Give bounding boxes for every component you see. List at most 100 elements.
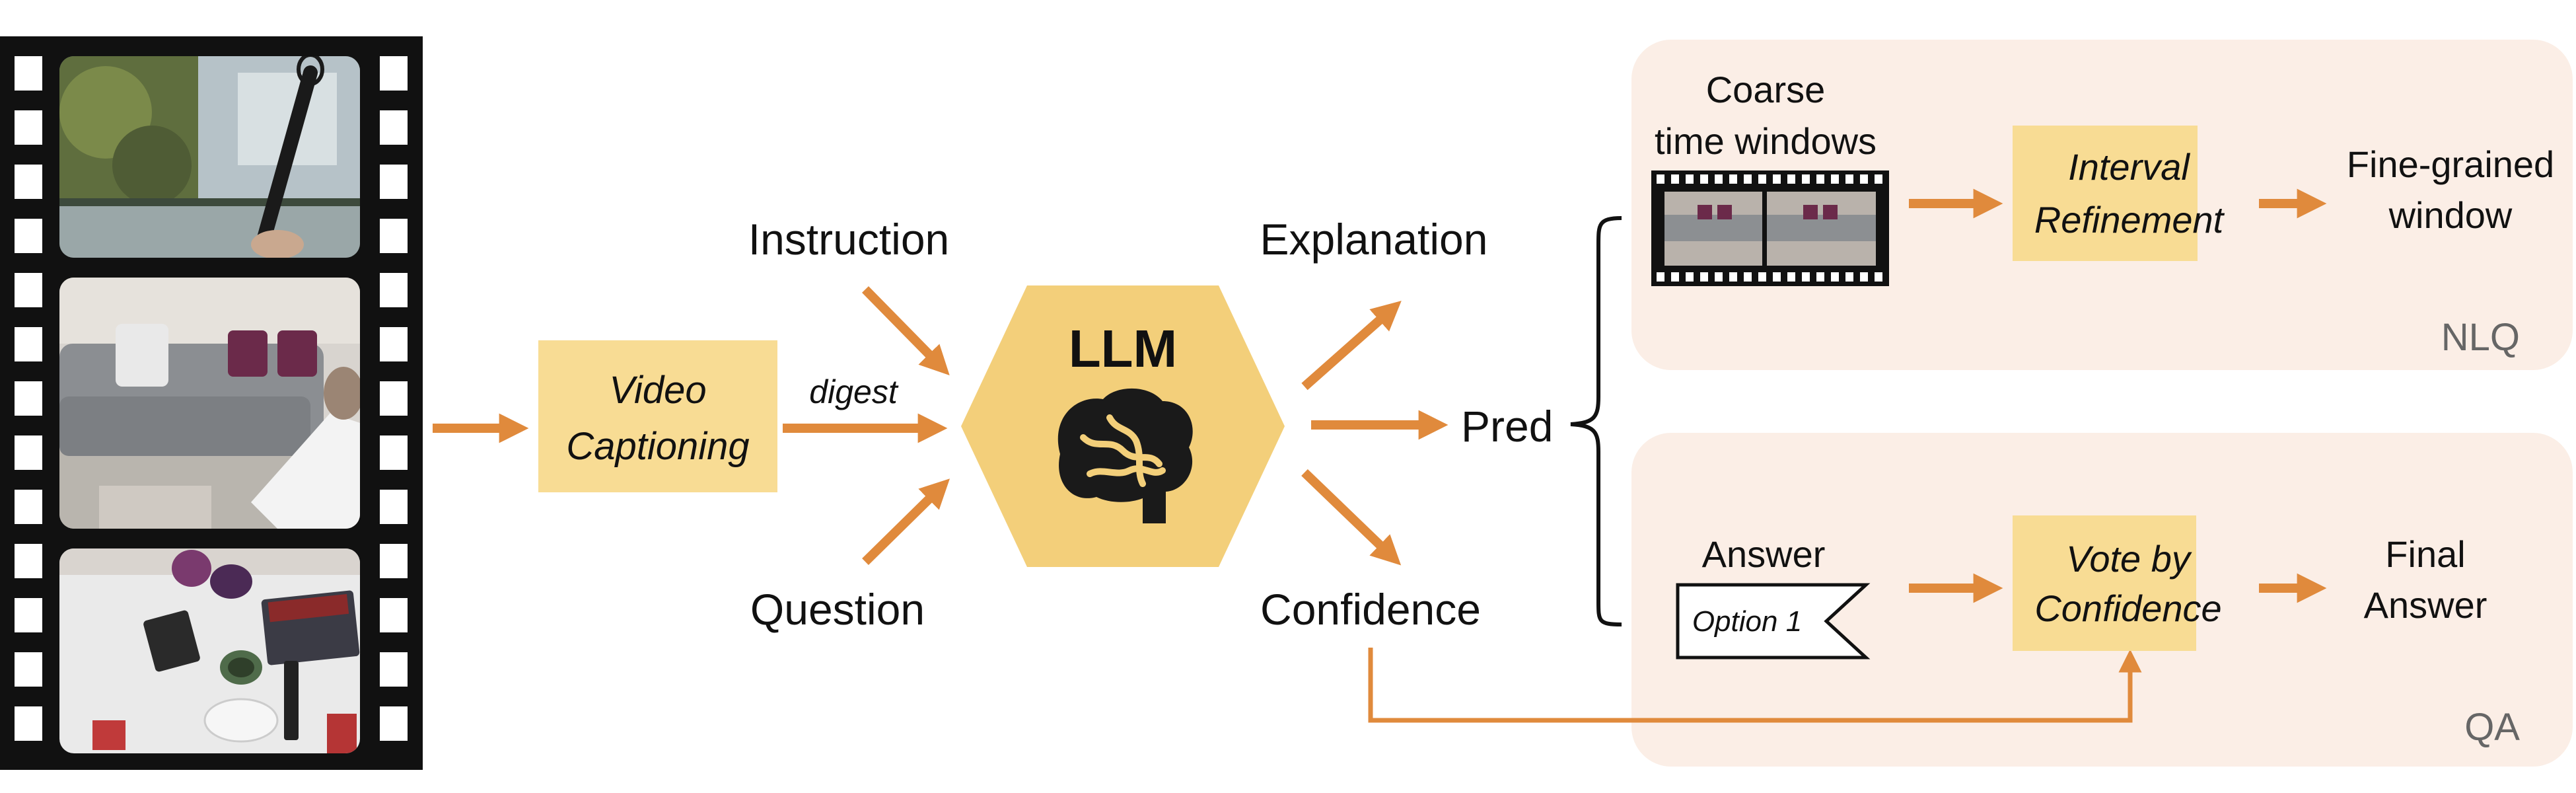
mini-sprocket-hole [1744,272,1752,282]
flow-arrows [433,188,2327,723]
sprocket-hole [380,273,408,307]
mini-sprocket-hole [1700,174,1708,184]
mini-sprocket-hole [1758,174,1766,184]
video-frame-living-room-sofa [59,278,360,529]
sprocket-hole [380,219,408,253]
sprocket-hole [380,706,408,741]
sprocket-hole [15,652,42,687]
sprocket-hole [15,219,42,253]
mini-sprocket-hole [1671,272,1679,282]
option-tag: Option 1 [1676,583,1871,660]
sprocket-hole [380,327,408,361]
sprocket-hole [15,381,42,416]
digest-label: digest [809,373,899,410]
final-answer-line2: Answer [2364,584,2487,626]
mini-sprocket-hole [1816,272,1824,282]
answer-label: Answer [1702,533,1826,575]
video-captioning-line1: Video [609,369,706,412]
mini-sprocket-hole [1860,174,1868,184]
vote-by-confidence-box: Vote by Confidence [2013,515,2222,651]
coarse-time-windows-filmstrip [1651,170,1889,286]
mini-sprocket-hole [1657,174,1664,184]
pred-label: Pred [1461,402,1553,451]
sprocket-hole [15,544,42,578]
mini-sprocket-hole [1802,272,1810,282]
arrow-llm-to-confidence [1301,469,1402,566]
vote-by-confidence-background [2013,515,2196,651]
mini-sprocket-hole [1845,174,1853,184]
instruction-label: Instruction [748,215,949,264]
mini-sprocket-hole [1831,174,1839,184]
video-captioning-line2: Captioning [566,425,749,468]
sprocket-hole [380,110,408,145]
mini-sprocket-hole [1729,174,1737,184]
sprocket-hole [15,435,42,470]
sprocket-hole [380,544,408,578]
mini-sprocket-hole [1715,272,1723,282]
sprocket-hole [380,381,408,416]
sprocket-hole [380,165,408,199]
interval-refinement-box: Interval Refinement [2013,126,2225,261]
mini-sprocket-hole [1816,174,1824,184]
video-captioning-box: Video Captioning [538,340,777,492]
mini-sprocket-hole [1729,272,1737,282]
mini-sprocket-hole [1758,272,1766,282]
mini-sprocket-hole [1787,272,1795,282]
mini-sprocket-hole [1875,272,1882,282]
mini-sprocket-hole [1700,272,1708,282]
sprocket-hole [380,56,408,91]
explanation-label: Explanation [1260,215,1488,264]
coarse-label-line2: time windows [1655,120,1877,162]
confidence-label: Confidence [1260,585,1481,634]
sprocket-hole [15,327,42,361]
arrow-question-to-llm [862,478,950,565]
mini-sprocket-hole [1657,272,1664,282]
question-label: Question [750,585,925,634]
mini-sprocket-hole [1744,174,1752,184]
final-answer-line1: Final [2385,533,2465,575]
video-filmstrip [0,36,423,770]
sprocket-hole [15,490,42,524]
vote-by-line1: Vote by [2066,538,2192,580]
mini-sprocket-hole [1715,174,1723,184]
arrow-llm-to-explanation [1301,301,1402,391]
interval-refinement-background [2013,126,2198,261]
mini-sprocket-hole [1671,174,1679,184]
nlq-panel-tag: NLQ [2441,316,2520,359]
fine-grained-line1: Fine-grained [2347,143,2554,185]
video-frame-window-umbrella [59,56,360,258]
fine-grained-line2: window [2388,194,2513,236]
sprocket-hole [15,165,42,199]
sprocket-hole [15,598,42,632]
brain-icon [1057,388,1193,523]
mini-sprocket-hole [1686,174,1694,184]
sprocket-hole [15,706,42,741]
interval-refinement-line2: Refinement [2034,199,2225,241]
sprocket-hole [380,490,408,524]
mini-sprocket-hole [1860,272,1868,282]
llm-label: LLM [1069,319,1177,378]
sprocket-hole [15,110,42,145]
sprocket-hole [15,56,42,91]
llm-node: LLM [961,285,1285,567]
interval-refinement-line1: Interval [2068,146,2190,188]
vote-by-line2: Confidence [2034,587,2221,629]
arrow-instruction-to-llm [862,286,950,375]
mini-sprocket-hole [1686,272,1694,282]
pred-brace [1570,216,1622,626]
sprocket-hole [380,435,408,470]
option-label: Option 1 [1692,605,1802,638]
filmstrip-sprockets [15,56,408,741]
sprocket-hole [380,598,408,632]
mini-sprocket-hole [1787,174,1795,184]
mini-sprocket-hole [1773,174,1781,184]
sprocket-hole [15,273,42,307]
qa-panel-tag: QA [2464,706,2520,749]
sprocket-hole [380,652,408,687]
arrow-confidence-to-vote [1368,648,2142,723]
mini-sprocket-hole [1831,272,1839,282]
mini-sprocket-hole [1845,272,1853,282]
video-frame-coffee-table [59,548,360,753]
mini-sprocket-hole [1875,174,1882,184]
